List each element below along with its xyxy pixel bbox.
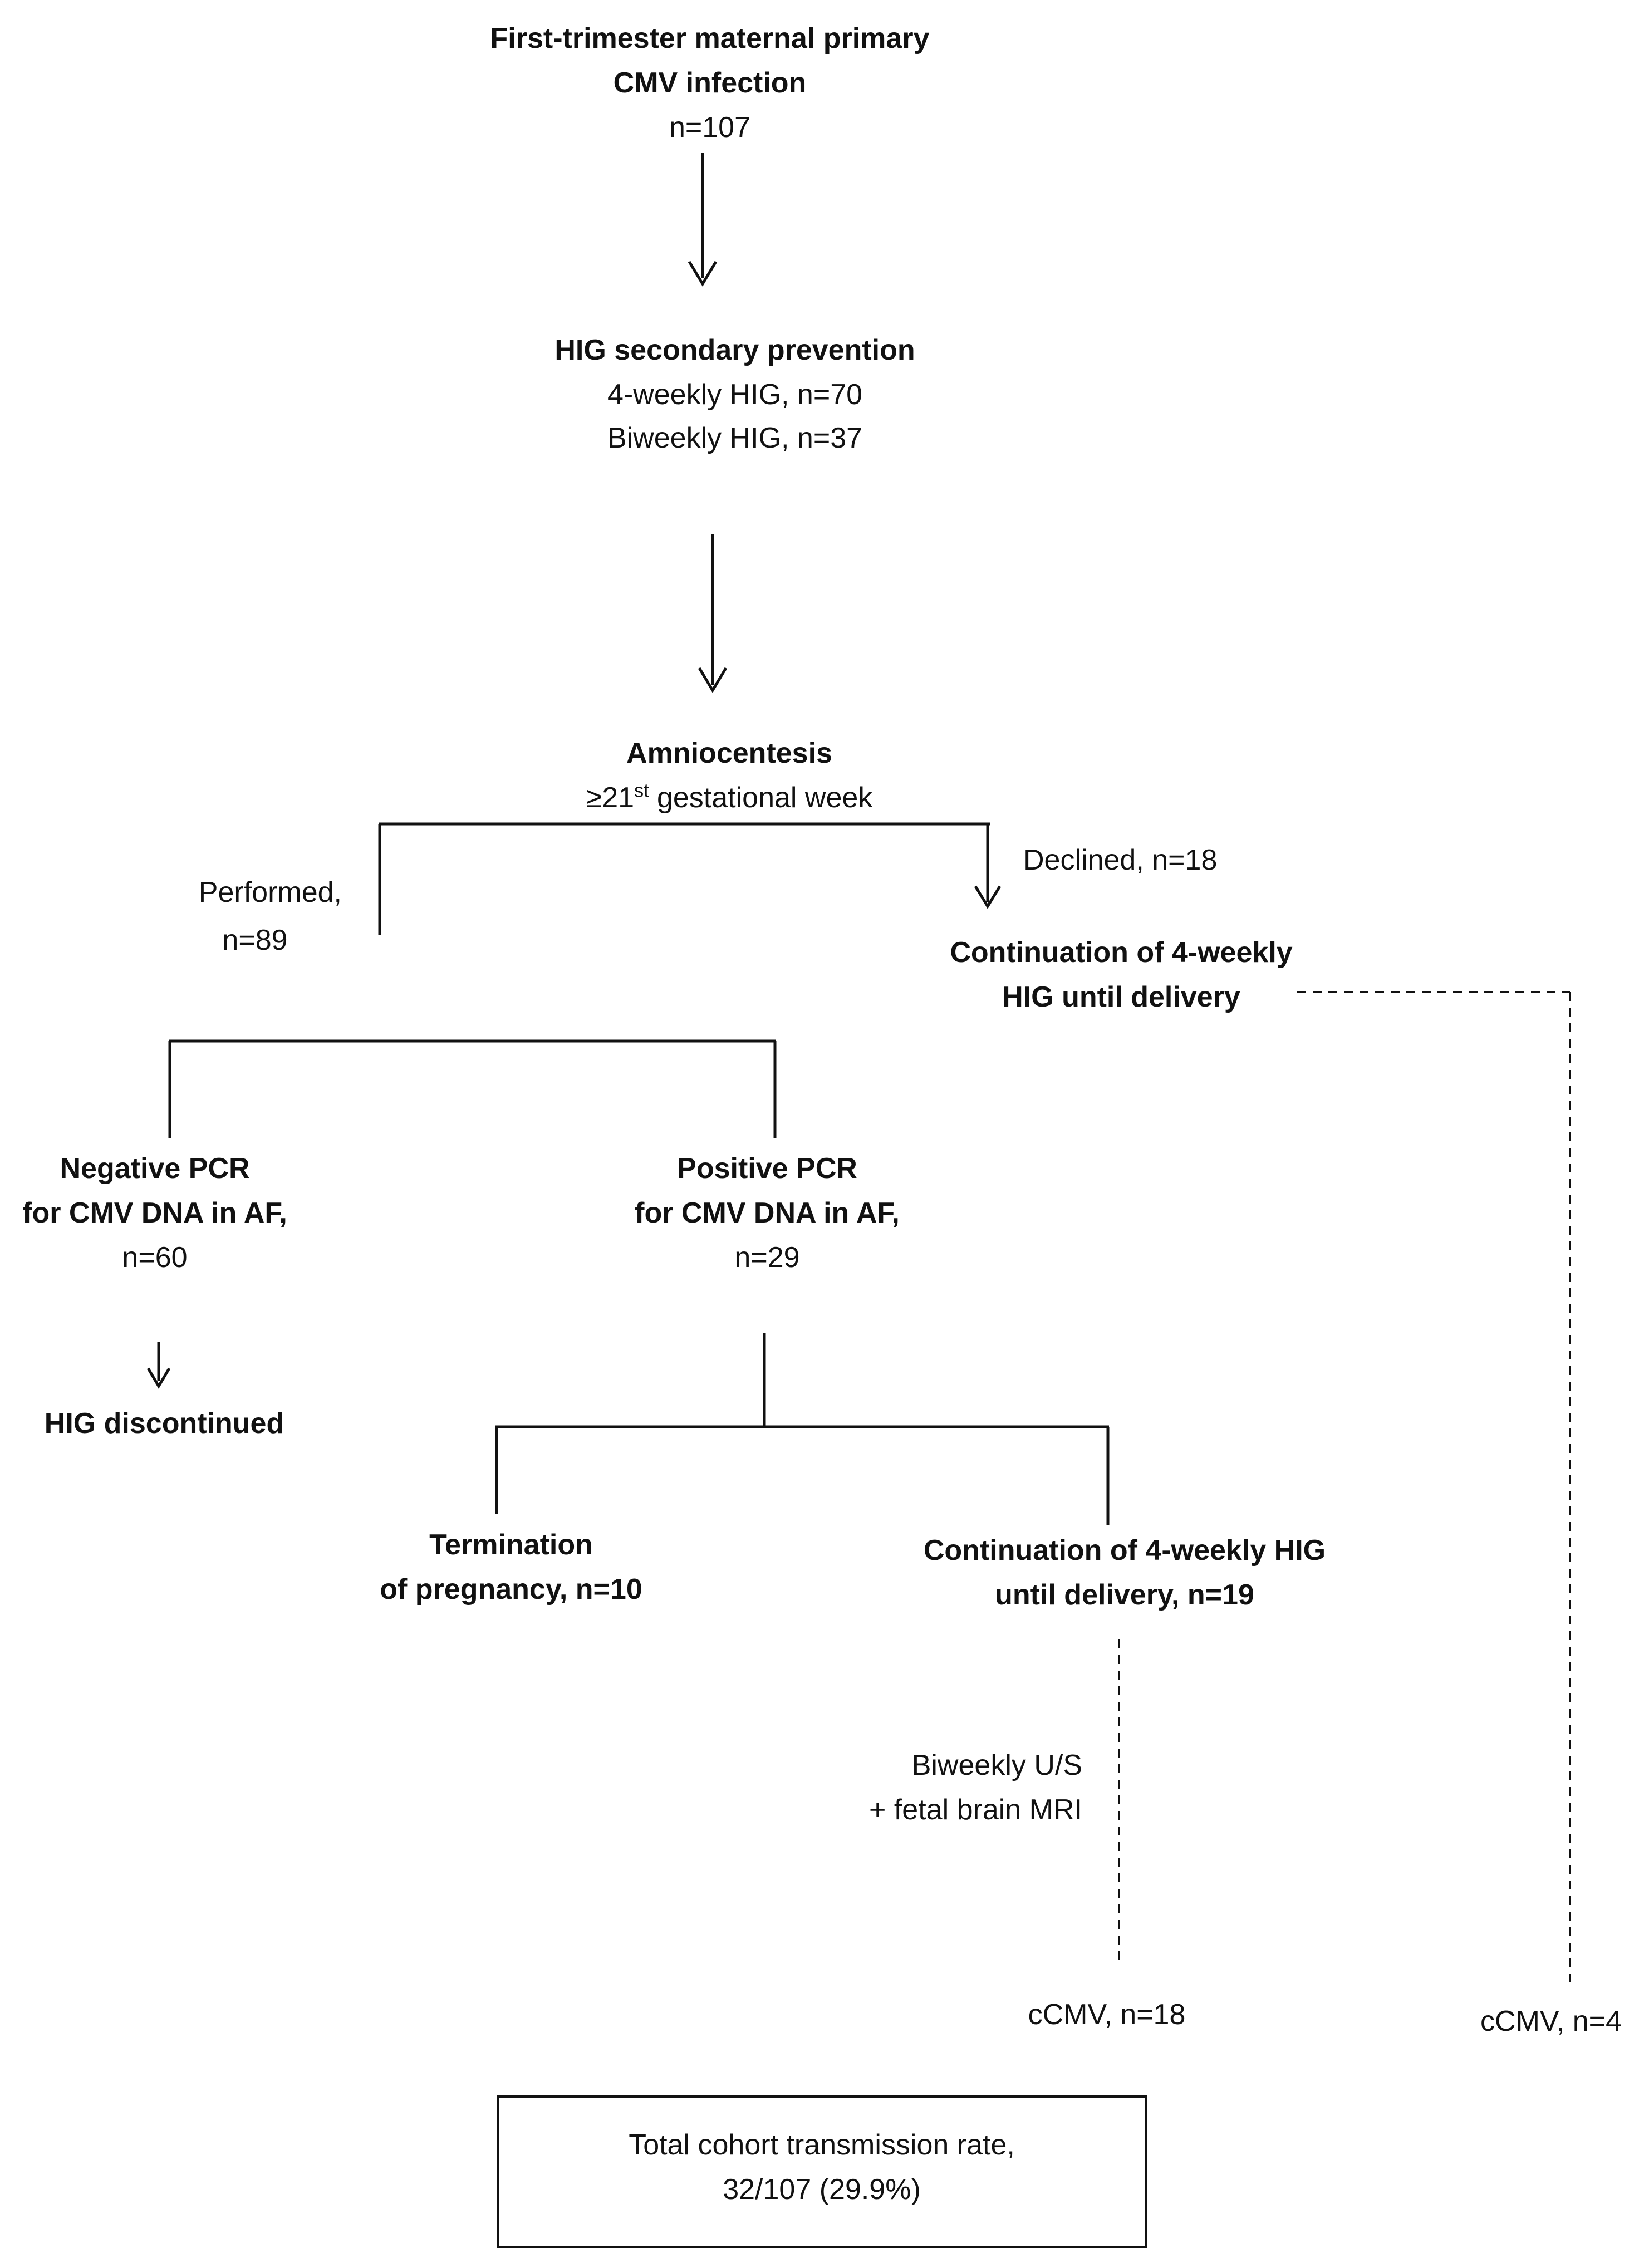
prevention-biweekly: Biweekly HIG, n=37 xyxy=(607,422,863,454)
monitoring-line1: Biweekly U/S xyxy=(911,1749,1082,1781)
negative-pcr-line2: for CMV DNA in AF, xyxy=(22,1197,287,1229)
transmission-rate-box: Total cohort transmission rate, 32/107 (… xyxy=(497,2095,1147,2248)
monitoring-line2: + fetal brain MRI xyxy=(869,1794,1082,1826)
prevention-title: HIG secondary prevention xyxy=(554,334,915,366)
ccmv-declined-count: cCMV, n=4 xyxy=(1480,2005,1622,2038)
arrowhead-infection-to-prevention xyxy=(688,261,718,287)
declined-label: Declined, n=18 xyxy=(1023,844,1218,876)
performed-label: Performed, xyxy=(198,876,342,909)
hig-discontinued-label: HIG discontinued xyxy=(44,1407,284,1440)
continuation-declined-line1: Continuation of 4-weekly xyxy=(950,936,1293,969)
continuation-declined-line2: HIG until delivery xyxy=(1002,981,1240,1013)
positive-pcr-line2: for CMV DNA in AF, xyxy=(635,1197,900,1229)
prevention-four-weekly: 4-weekly HIG, n=70 xyxy=(607,379,863,411)
ccmv-positive-count: cCMV, n=18 xyxy=(1028,1999,1186,2031)
positive-pcr-count: n=29 xyxy=(734,1241,800,1274)
negative-pcr-line1: Negative PCR xyxy=(60,1152,250,1185)
amniocentesis-week-prefix: ≥21 xyxy=(586,782,635,814)
amniocentesis-week-ordinal: st xyxy=(634,780,649,802)
continuation-positive-line1: Continuation of 4-weekly HIG xyxy=(923,1534,1326,1567)
continuation-positive-line2: until delivery, n=19 xyxy=(995,1579,1254,1611)
termination-line1: Termination xyxy=(429,1529,593,1561)
termination-line2: of pregnancy, n=10 xyxy=(380,1573,642,1606)
infection-title-line2: CMV infection xyxy=(613,67,807,99)
positive-pcr-line1: Positive PCR xyxy=(677,1152,857,1185)
transmission-rate-label: Total cohort transmission rate, xyxy=(629,2129,1015,2161)
arrowhead-declined xyxy=(974,885,1002,909)
amniocentesis-title: Amniocentesis xyxy=(626,737,832,769)
transmission-rate-value: 32/107 (29.9%) xyxy=(723,2173,921,2206)
amniocentesis-week: ≥21st gestational week xyxy=(586,776,873,819)
arrowhead-prevention-to-amniocentesis xyxy=(698,667,728,693)
arrowhead-negative-to-discontinued xyxy=(146,1367,171,1389)
infection-count: n=107 xyxy=(669,111,751,144)
performed-count: n=89 xyxy=(222,924,288,956)
infection-title-line1: First-trimester maternal primary xyxy=(490,22,930,55)
negative-pcr-count: n=60 xyxy=(122,1241,188,1274)
amniocentesis-week-suffix: gestational week xyxy=(649,782,873,814)
